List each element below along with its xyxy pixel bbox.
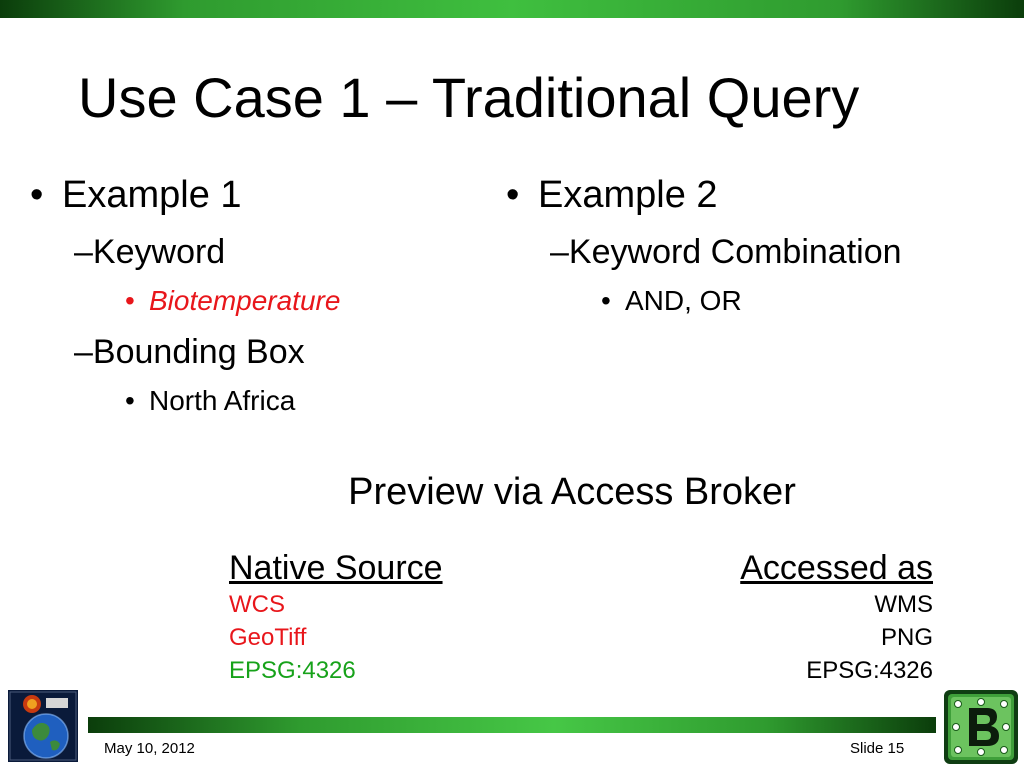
bullet-marker: • xyxy=(30,174,44,216)
native-source-column: Native Source WCS GeoTiff EPSG:4326 xyxy=(229,548,443,687)
right-column: • Example 2 –Keyword Combination • AND, OR xyxy=(506,172,902,318)
accessed-value-wms: WMS xyxy=(874,591,933,618)
left-column: •Example 1 –Keyword •Biotemperature –Bou… xyxy=(30,172,340,418)
and-or-item: • AND, OR xyxy=(601,284,902,318)
bullet-marker: • xyxy=(506,174,520,216)
biotemperature-item: • Biotemperature xyxy=(125,284,340,318)
keyword-label: Keyword xyxy=(92,233,226,271)
example-1-label: Example 1 xyxy=(62,174,242,216)
bullet-marker: • xyxy=(125,385,135,416)
earth-globe-icon xyxy=(8,690,78,762)
broker-b-logo-icon xyxy=(944,690,1018,764)
bullet-marker: • xyxy=(601,285,611,316)
north-africa-label: North Africa xyxy=(149,385,296,416)
slide-title: Use Case 1 – Traditional Query xyxy=(78,66,860,129)
native-value-epsg: EPSG:4326 xyxy=(229,657,356,684)
footer-date: May 10, 2012 xyxy=(104,740,195,757)
keyword-combination-label: Keyword Combination xyxy=(568,233,902,271)
bounding-box-item: –Bounding Box xyxy=(74,332,340,372)
dash-marker: – xyxy=(74,233,93,271)
keyword-combination-item: –Keyword Combination xyxy=(550,232,902,272)
example-2-heading: • Example 2 xyxy=(506,172,902,218)
and-or-label: AND, OR xyxy=(625,285,742,316)
bounding-box-label: Bounding Box xyxy=(92,333,305,371)
accessed-value-png: PNG xyxy=(880,624,933,651)
native-value-wcs: WCS xyxy=(229,591,285,618)
top-green-bar xyxy=(0,0,1024,18)
north-africa-item: • North Africa xyxy=(125,384,340,418)
native-value-geotiff: GeoTiff xyxy=(229,624,307,651)
example-1-heading: • Example 1 xyxy=(30,172,340,218)
dash-marker: – xyxy=(74,333,93,371)
accessed-as-header: Accessed as xyxy=(740,549,933,587)
example-2-label: Example 2 xyxy=(538,174,718,216)
biotemperature-label: Biotemperature xyxy=(149,285,341,316)
footer-slide-number: Slide 15 xyxy=(850,740,905,757)
native-source-header: Native Source xyxy=(229,549,443,587)
dash-marker: – xyxy=(550,233,569,271)
keyword-item: –Keyword xyxy=(74,232,340,272)
accessed-as-column: Accessed as WMS PNG EPSG:4326 xyxy=(740,548,933,687)
accessed-value-epsg: EPSG:4326 xyxy=(806,657,933,684)
bullet-marker: • xyxy=(125,285,135,316)
bottom-green-bar xyxy=(88,717,936,733)
preview-title: Preview via Access Broker xyxy=(348,471,796,513)
